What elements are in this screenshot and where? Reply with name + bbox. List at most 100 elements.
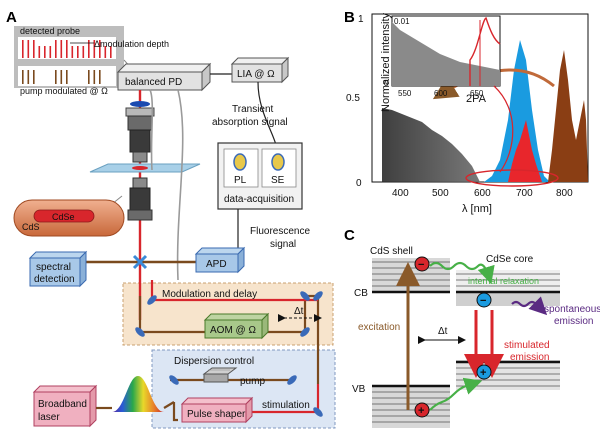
probe-pulse [44, 46, 46, 58]
zoom-ellipse [465, 169, 559, 187]
hole-shell-sign: + [418, 405, 424, 417]
pump-pulse [60, 70, 63, 84]
pump-spectrum-brown [548, 50, 588, 182]
ylabel-b: Normalized intensity [380, 12, 392, 112]
balanced-pd: balanced PD [116, 62, 212, 92]
inset-absorption-area [392, 22, 500, 86]
electron-shell [414, 256, 430, 272]
pump-pulse [55, 70, 57, 84]
fiber-pd-1 [149, 89, 154, 171]
pump-pulse [88, 70, 90, 84]
pulse-shaper-label: Pulse shaper [187, 409, 246, 420]
apd: APD [194, 246, 246, 274]
core-vb-band [456, 360, 560, 390]
spontaneous-label-1: spontaneous [544, 304, 600, 315]
panel-c: C CdS shell CdSe core CB VB excitation i… [344, 227, 600, 428]
probe-pulse [27, 40, 30, 58]
hole-shell [414, 402, 430, 418]
inset-top-label: detected probe [20, 26, 80, 36]
pump-pulse [66, 70, 68, 84]
absorption-spectrum-area [382, 108, 480, 182]
probe-pulse-bars [22, 40, 112, 58]
internal-relaxation-arrow-bottom [429, 377, 483, 411]
mirror-m6 [169, 375, 179, 385]
probe-pulse [104, 46, 107, 58]
panel-a: A detected probe Δmodulation depth pump … [6, 9, 336, 429]
probe-pulse [66, 40, 68, 58]
xtick-600: 600 [474, 188, 491, 199]
aom: AOM @ Ω [203, 312, 270, 340]
cdse-cds-nanorod: CdSe CdS [13, 195, 125, 237]
spectral-detection: spectral detection [28, 250, 88, 288]
laser-label-1: Broadband [38, 399, 87, 410]
microscope-column [89, 90, 201, 320]
prism-compressor [202, 367, 238, 383]
fluor-label-1: Fluorescence [250, 226, 310, 237]
inset-xtick-550: 550 [398, 89, 412, 98]
probe-pulse [110, 46, 112, 58]
internal-relaxation-arrow-top [429, 261, 495, 285]
mirror-m4 [135, 327, 145, 337]
hole-core [476, 364, 492, 380]
mirror-m2 [300, 291, 310, 301]
spontaneous-label-2: emission [554, 316, 593, 327]
excitation-label: excitation [358, 322, 400, 333]
objective-lower [129, 187, 151, 211]
spontaneous-emission-arrow [511, 296, 548, 316]
shaper-feed-beam [172, 402, 178, 422]
mirror-m3 [313, 291, 323, 301]
probe-pulse [93, 40, 96, 58]
ytick-0: 0 [356, 178, 362, 189]
pump-label: pump [240, 376, 265, 387]
pump-pulse [22, 70, 24, 84]
pump-pulse-bars [22, 70, 101, 84]
panel-a-letter: A [6, 9, 17, 26]
transient-label-1: Transient [232, 104, 274, 115]
electron-core-sign: − [480, 295, 486, 307]
daq-label: data-acquisition [224, 194, 294, 205]
ytick-1: 1 [358, 14, 364, 25]
pump-pulse [93, 70, 96, 84]
xtick-400: 400 [392, 188, 409, 199]
laser-to-shaper-beam [163, 401, 175, 409]
dt-label-c: Δt [438, 326, 448, 337]
probe-pulse [33, 40, 35, 58]
inset-xtick-650: 650 [470, 89, 484, 98]
modulation-box-label: Modulation and delay [162, 289, 257, 300]
pl-label: PL [234, 175, 247, 186]
stimulation-label: stimulation [262, 400, 310, 411]
balanced-pd-label: balanced PD [125, 77, 182, 88]
probe-pulse [82, 46, 85, 58]
panel-b: B 2PA 0.01 0 550 600 650 0 0.5 1 Normali… [344, 9, 589, 215]
mirror-m1 [147, 295, 157, 305]
mirror-m7 [287, 375, 297, 385]
dichroic-mirror [132, 254, 148, 270]
electron-shell-sign: − [418, 259, 424, 271]
pump-pulse [99, 70, 101, 84]
xtick-800: 800 [556, 188, 573, 199]
se-label: SE [271, 175, 285, 186]
pulse-shaper: Pulse shaper [180, 396, 254, 424]
hole-core-sign: + [480, 367, 486, 379]
panel-c-letter: C [344, 227, 355, 244]
xtick-500: 500 [432, 188, 449, 199]
inset-ytick-top: 0.01 [394, 17, 410, 26]
broadband-laser: Broadband laser [32, 384, 98, 428]
inset-modulation-label: Δmodulation depth [94, 39, 169, 49]
inset-ytick-bottom: 0 [384, 79, 389, 88]
plot-b-inset: 0.01 0 550 600 650 [384, 15, 514, 173]
probe-pulse [60, 40, 63, 58]
transient-label-2: absorption signal [212, 117, 288, 128]
aom-label: AOM @ Ω [210, 325, 256, 336]
probe-pulse [49, 46, 52, 58]
inset-connector [493, 85, 514, 173]
se-spectrum-red [508, 120, 542, 182]
laser-spectrum-icon [112, 376, 164, 412]
probe-pulse [88, 40, 90, 58]
laser-label-2: laser [38, 412, 60, 423]
lia-to-daq-cable [257, 81, 277, 146]
stimulated-label-2: emission [510, 352, 549, 363]
dispersion-box-label: Dispersion control [174, 356, 254, 367]
cdse-core [33, 209, 95, 223]
signal-inset: detected probe Δmodulation depth pump mo… [14, 26, 169, 96]
